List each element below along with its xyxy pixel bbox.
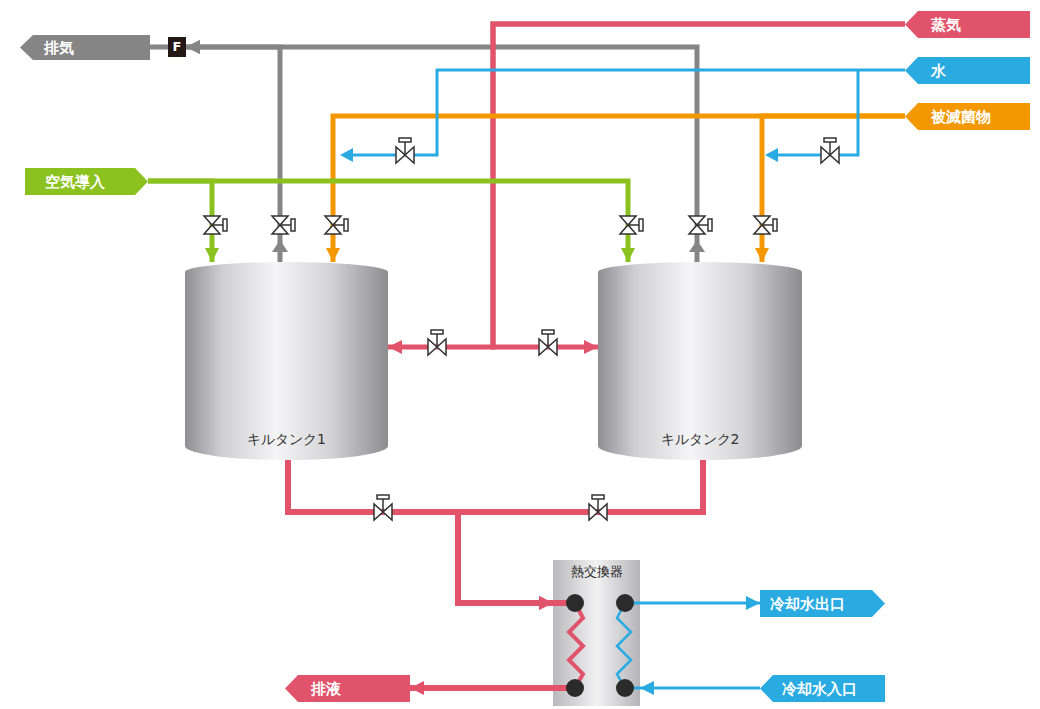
water-arrow <box>765 148 778 162</box>
valve-symbol <box>428 330 446 355</box>
arrow-tag-shape <box>760 590 885 617</box>
arrow-tag-shape <box>905 103 1030 130</box>
kill-tank: キルタンク1 <box>185 262 388 460</box>
pipe-connector <box>288 460 553 603</box>
port-circle <box>566 594 584 612</box>
node-label: 熱交換器 <box>571 564 623 580</box>
arrow-tag-shape <box>905 57 1030 84</box>
coolant-out-tag: 冷却水出口 <box>760 590 885 617</box>
node-label: 水 <box>931 62 946 80</box>
port-circle <box>566 679 584 697</box>
valve-symbol <box>396 138 414 163</box>
kill-tank-outline <box>598 262 802 460</box>
water-tag: 水 <box>905 57 1030 84</box>
arrow-tag-shape <box>760 675 885 702</box>
pipe-connector <box>640 687 760 690</box>
port-circle <box>616 679 634 697</box>
valve-symbol <box>589 495 607 520</box>
pipe-connector <box>333 116 905 262</box>
cold-zigzag <box>617 603 631 688</box>
water-arrow <box>340 148 353 162</box>
tank-body <box>598 262 802 460</box>
pipe-connector <box>762 116 905 262</box>
filter-box: F <box>168 37 186 57</box>
heat-exchanger-outline <box>553 560 640 706</box>
coolant-in-tag: 冷却水入口 <box>760 675 885 702</box>
exchanger-body <box>553 560 640 706</box>
node-label: 排液 <box>311 680 341 698</box>
valve-symbol <box>620 216 643 234</box>
pipe-connector <box>186 47 280 262</box>
drain-tag-outline <box>285 675 410 702</box>
steam-tag: 蒸気 <box>905 11 1030 38</box>
node-label: 被滅菌物 <box>931 108 991 126</box>
air-tag: 空気導入 <box>25 168 148 195</box>
node-label: F <box>173 39 182 55</box>
pipe-connector <box>410 685 553 691</box>
hot-zigzag <box>569 603 583 688</box>
arrow-tag-shape <box>905 11 1030 38</box>
valve-symbol <box>754 216 777 234</box>
arrow-tag-shape <box>285 675 410 702</box>
heat-exchanger: 熱交換器 <box>553 560 640 706</box>
exhaust-tag-outline <box>20 35 150 60</box>
node-label: 冷却水入口 <box>782 680 857 698</box>
pipe-connector <box>186 47 697 262</box>
node-label: キルタンク1 <box>247 431 326 448</box>
valve-symbol <box>374 495 392 520</box>
valve-symbol <box>204 216 227 234</box>
node-label: キルタンク2 <box>661 431 740 448</box>
port-circle <box>616 594 634 612</box>
flow-triangle <box>272 240 288 252</box>
water-pipe <box>353 70 905 155</box>
valve-symbol <box>539 330 557 355</box>
water-pipe <box>778 70 858 155</box>
water-tag-outline <box>905 57 1030 84</box>
drain-tag: 排液 <box>285 675 410 702</box>
arrow-tag-shape <box>20 35 150 60</box>
pipe-connector <box>148 181 212 262</box>
arrow-tag-shape <box>25 168 148 195</box>
flow-triangle <box>689 240 705 252</box>
kill-tank-outline <box>185 262 388 460</box>
pipe-connector <box>640 602 760 605</box>
node-label: 空気導入 <box>45 173 105 191</box>
pipe-connector <box>150 45 168 50</box>
filter-shape <box>168 37 186 57</box>
valve-symbol <box>325 216 348 234</box>
valve-symbol <box>821 138 839 163</box>
valve-symbol <box>689 216 712 234</box>
node-label: 排気 <box>44 39 74 57</box>
steam-tag-outline <box>905 11 1030 38</box>
node-label: 冷却水出口 <box>770 595 845 613</box>
tank-body <box>185 262 388 460</box>
material-tag: 被滅菌物 <box>905 103 1030 130</box>
valve-symbol <box>272 216 295 234</box>
node-label: 蒸気 <box>931 16 961 34</box>
kill-tank: キルタンク2 <box>598 262 802 460</box>
exhaust-tag: 排気 <box>20 35 150 60</box>
pipe-connector <box>148 181 628 262</box>
